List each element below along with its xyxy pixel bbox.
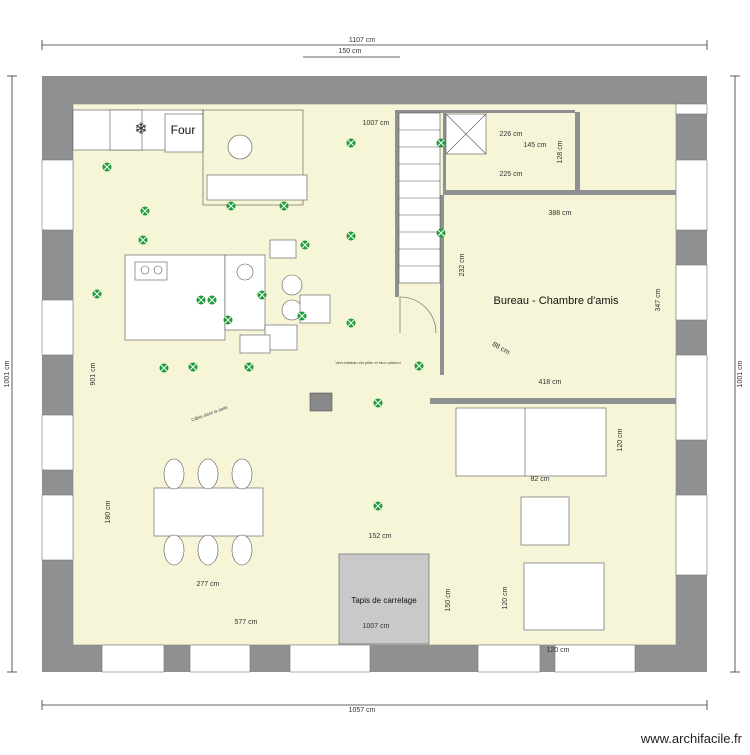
dimension-top-partial: 150 cm	[339, 48, 362, 55]
heater-marker-cross	[415, 362, 423, 370]
shower	[445, 113, 487, 155]
dim-office-width: 388 cm	[549, 210, 572, 217]
dim-shower-w: 226 cm	[500, 131, 523, 138]
heater-marker-cross	[103, 163, 111, 171]
dim-inner-top: 1007 cm	[363, 120, 390, 127]
heater-marker-cross	[347, 232, 355, 240]
oven-label: Four	[171, 123, 196, 137]
dim-inner-left: 901 cm	[90, 362, 97, 385]
dim-office-height: 347 cm	[655, 288, 662, 311]
tile-rug	[338, 553, 430, 645]
dimension-left-height: 1001 cm	[4, 360, 11, 387]
heater-marker-cross	[280, 202, 288, 210]
dim-rug-height: 150 cm	[445, 588, 452, 611]
heater-marker-cross	[245, 363, 253, 371]
heater-marker-cross	[139, 236, 147, 244]
dim-shower-w2: 225 cm	[500, 171, 523, 178]
heater-marker-cross	[374, 502, 382, 510]
office-label: Bureau - Chambre d'amis	[494, 295, 619, 307]
heater-marker-cross	[197, 296, 205, 304]
dimension-top-total: 1107 cm	[349, 37, 375, 44]
dim-table-width: 277 cm	[197, 581, 220, 588]
heater-marker-cross	[227, 202, 235, 210]
dining-set	[153, 458, 264, 566]
heater-marker-cross	[189, 363, 197, 371]
heater-marker-cross	[258, 291, 266, 299]
heater-marker-cross	[93, 290, 101, 298]
heater-marker-cross	[347, 319, 355, 327]
heater-marker-cross	[298, 312, 306, 320]
dim-pouf-82: 82 cm	[530, 476, 549, 483]
dim-inner-bottom: 1007 cm	[363, 623, 390, 630]
dim-stair-width: 232 cm	[459, 253, 466, 276]
watermark: www.archifacile.fr	[640, 731, 742, 746]
dim-office-area: 418 cm	[539, 379, 562, 386]
heater-marker-cross	[347, 139, 355, 147]
dim-sofa-120: 120 cm	[617, 428, 624, 451]
dim-bottom-120: 120 cm	[547, 647, 570, 654]
dim-table-height: 180 cm	[105, 500, 112, 523]
dim-rug-width: 152 cm	[369, 533, 392, 540]
heater-marker-cross	[301, 241, 309, 249]
rug-label: Tapis de carrelage	[351, 596, 417, 605]
heater-marker-cross	[224, 316, 232, 324]
heater-marker-cross	[437, 139, 445, 147]
staircase	[398, 112, 441, 284]
kitchen-counter	[72, 109, 308, 206]
snowflake-icon: ❄	[134, 121, 147, 138]
living-furniture	[309, 392, 607, 631]
dim-shower-145: 145 cm	[524, 142, 547, 149]
heater-marker-cross	[437, 229, 445, 237]
note-tv-wall: Vers tableau via piller et faux plafond	[335, 360, 400, 365]
door-swings	[399, 296, 437, 334]
heater-marker-cross	[374, 399, 382, 407]
heater-markers	[92, 138, 446, 511]
heater-marker-cross	[208, 296, 216, 304]
windows	[41, 103, 708, 673]
dim-inner-width-bottom: 577 cm	[235, 619, 258, 626]
dim-chair-120: 120 cm	[502, 586, 509, 609]
dim-shower-h: 128 cm	[557, 140, 564, 163]
dimension-bottom-total: 1057 cm	[349, 707, 376, 714]
interior-walls	[395, 110, 676, 404]
heater-marker-cross	[141, 207, 149, 215]
dimension-right-height: 1001 cm	[737, 360, 744, 387]
heater-marker-cross	[160, 364, 168, 372]
dimension-lines	[7, 40, 740, 710]
